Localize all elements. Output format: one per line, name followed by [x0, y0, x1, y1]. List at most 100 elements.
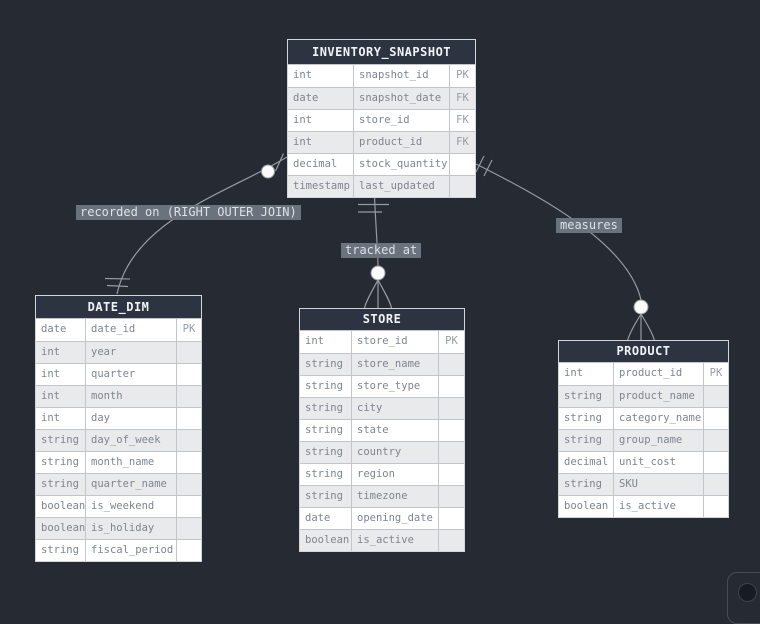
exactly-one-tick-icon [106, 284, 129, 288]
attribute-type: int [288, 65, 354, 87]
attribute-type: string [36, 540, 86, 561]
attribute-key [177, 518, 201, 539]
attribute-name: day [86, 408, 177, 429]
attribute-name: category_name [614, 408, 704, 429]
entity-title: INVENTORY_SNAPSHOT [288, 40, 475, 65]
relationship-label-recorded-on: recorded on (RIGHT OUTER JOIN) [76, 205, 301, 220]
watermark-logo-icon [738, 583, 757, 602]
attribute-name: month [86, 386, 177, 407]
attribute-type: int [36, 408, 86, 429]
attribute-name: store_type [352, 376, 439, 397]
attribute-name: state [352, 420, 439, 441]
attribute-type: string [559, 430, 614, 451]
attribute-name: is_active [352, 530, 439, 551]
edge-tracked-at [373, 195, 379, 267]
attribute-type: string [300, 486, 352, 507]
attribute-name: opening_date [352, 508, 439, 529]
attribute-key [439, 486, 464, 507]
attribute-key: PK [456, 69, 469, 81]
attribute-key [177, 496, 201, 517]
attribute-key: FK [456, 136, 469, 148]
attribute-name: day_of_week [86, 430, 177, 451]
crows-foot-icon [377, 279, 393, 309]
attribute-type: int [36, 364, 86, 385]
attribute-key [704, 452, 728, 473]
attribute-key [439, 464, 464, 485]
attribute-name: timezone [352, 486, 439, 507]
attribute-key: FK [456, 114, 469, 126]
attribute-key [177, 474, 201, 495]
attribute-key [177, 540, 201, 561]
attribute-key [439, 398, 464, 419]
entity-title: DATE_DIM [36, 296, 201, 319]
attribute-name: is_active [614, 496, 704, 517]
attribute-name: date_id [86, 319, 177, 341]
crows-foot-icon [640, 313, 656, 342]
attribute-key [450, 154, 475, 175]
attribute-name: product_id [614, 363, 704, 385]
attribute-name: city [352, 398, 439, 419]
attribute-name: group_name [614, 430, 704, 451]
attribute-key [704, 474, 728, 495]
relationship-label-measures: measures [556, 218, 622, 233]
attribute-key: PK [182, 323, 196, 335]
attribute-key [177, 430, 201, 451]
attribute-type: int [36, 386, 86, 407]
attribute-name: product_name [614, 386, 704, 407]
corner-watermark[interactable] [727, 572, 760, 624]
crows-foot-icon [363, 279, 379, 309]
attribute-name: is_weekend [86, 496, 177, 517]
attribute-type: int [288, 132, 354, 153]
attribute-type: boolean [36, 496, 86, 517]
attribute-name: stock_quantity [354, 154, 450, 175]
attribute-type: timestamp [288, 176, 354, 197]
attribute-type: date [288, 88, 354, 109]
attribute-name: quarter [86, 364, 177, 385]
attribute-type: string [36, 452, 86, 473]
attribute-name: snapshot_date [354, 88, 450, 109]
attribute-name: store_name [352, 354, 439, 375]
attribute-key [439, 508, 464, 529]
attribute-type: string [559, 408, 614, 429]
attribute-type: decimal [559, 452, 614, 473]
attribute-key: PK [709, 367, 723, 379]
attribute-key: FK [456, 92, 469, 104]
attribute-name: fiscal_period [86, 540, 177, 561]
attribute-type: string [559, 386, 614, 407]
attribute-key [704, 408, 728, 429]
zero-circle-icon [633, 299, 649, 315]
one-tick-icon [274, 153, 285, 172]
attribute-name: store_id [354, 110, 450, 131]
attribute-type: string [300, 420, 352, 441]
zero-circle-icon [261, 164, 275, 179]
attribute-key: PK [445, 335, 458, 347]
attribute-name: SKU [614, 474, 704, 495]
attribute-key [439, 354, 464, 375]
attribute-name: is_holiday [86, 518, 177, 539]
attribute-type: boolean [36, 518, 86, 539]
attribute-type: int [36, 342, 86, 363]
